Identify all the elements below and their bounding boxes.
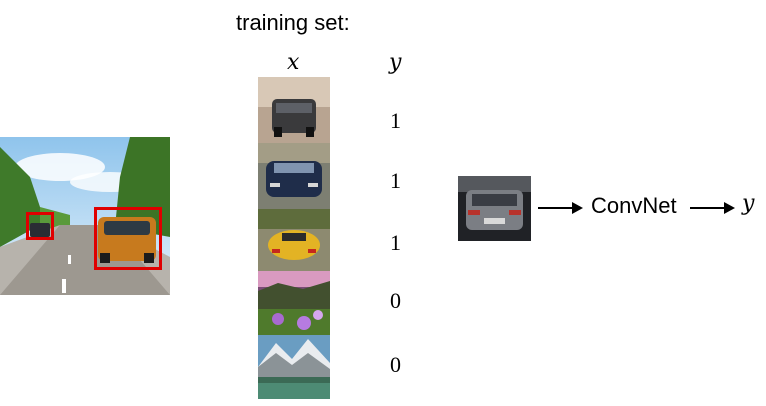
sports-car-rear-photo (258, 209, 330, 271)
training-images-column (258, 77, 330, 399)
arrow-to-output (690, 198, 736, 218)
input-car-thumbnail (458, 176, 531, 241)
convnet-label: ConvNet (591, 193, 677, 218)
label-sample-1: 1 (390, 108, 401, 133)
landscape-lake-photo (258, 335, 330, 399)
arrow-to-convnet (538, 198, 584, 218)
training-set-title: training set: (236, 10, 350, 35)
landscape-flowers-photo (258, 271, 330, 335)
label-sample-2: 1 (390, 168, 401, 193)
label-sample-4: 0 (390, 288, 401, 313)
car-rear-view-photo (258, 77, 330, 143)
y-column-header: y (389, 50, 402, 75)
car-front-view-photo (258, 143, 330, 209)
label-sample-5: 0 (390, 352, 401, 377)
detection-box-small-car (26, 212, 54, 240)
label-sample-3: 1 (390, 230, 401, 255)
road-scene-image (0, 137, 170, 295)
output-y-label: y (742, 191, 755, 216)
detection-box-large-car (94, 207, 162, 270)
x-column-header: x (287, 50, 300, 75)
